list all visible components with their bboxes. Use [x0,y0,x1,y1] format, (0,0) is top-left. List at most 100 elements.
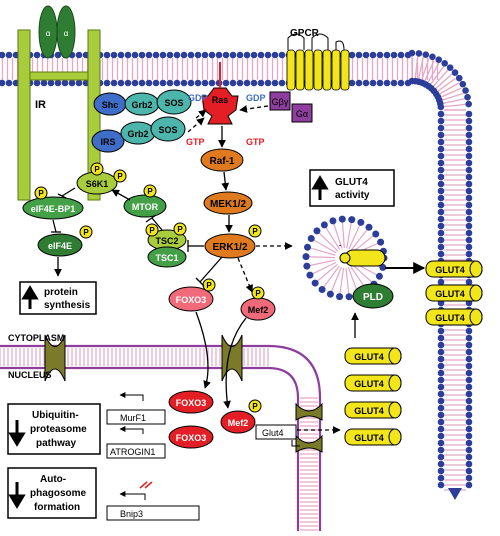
gpcr: GPCR [286,28,350,91]
gpcr-helix [313,49,323,91]
lipid-head [408,49,416,57]
lipid-head [437,418,445,426]
phospho-label: P [255,289,261,298]
lipid-head [145,51,153,59]
gpcr-helix [304,49,314,91]
glut4-vesicle-micelle [302,215,388,301]
lipid-head [357,218,365,226]
lipid-head [61,79,69,87]
lipid-head [348,216,356,224]
ubiquitin-line3: pathway [36,438,76,449]
lipid-head [465,404,473,412]
tsc2-label: TSC2 [155,236,178,246]
lipid-head [465,397,473,405]
lipid-head [376,79,384,87]
lipid-head [124,51,132,59]
lipid-head [375,272,383,280]
lipid-head [307,235,315,242]
gdp-label: GDP [188,93,208,103]
eif4e: eIF4E [37,233,83,257]
lipid-head [465,467,473,475]
lipid-head [437,229,445,237]
erk: ERK1/2 [204,233,256,259]
lipid-head [437,404,445,412]
mef2-label: Mef2 [228,418,249,428]
ir-label: IR [35,99,46,111]
lipid-head [465,229,473,237]
lipid-head [338,215,346,223]
irs-label: IRS [100,137,115,147]
lipid-head [437,222,445,230]
phospho-circle: P [251,286,265,300]
lipid-head [390,51,398,59]
lipid-head [187,79,195,87]
lipid-head [54,79,62,87]
lipid-head [437,376,445,384]
phospho-label: P [206,281,212,290]
lipid-head [465,138,473,146]
alpha-subunit-label: α [46,29,51,38]
nuclear-pore [295,434,323,453]
foxo3-label: FOXO3 [176,433,207,443]
lipid-head [465,100,472,108]
lipid-head [302,253,310,261]
mtor-label: MTOR [132,202,159,212]
shc-label: Shc [102,100,119,110]
lipid-head [138,51,146,59]
lipid-head [435,56,443,63]
ubiquitin-line1: Ubiquitin- [32,410,79,421]
phospho-circle: P [202,278,216,292]
lipid-head [465,481,473,489]
glut4-activity-line1: GLUT4 [335,177,368,188]
mtor: MTOR [123,194,167,218]
foxo3-label: FOXO3 [176,398,207,408]
lipid-head [465,362,473,370]
lipid-head [437,117,445,125]
lipid-head [180,79,188,87]
arrows [51,105,426,434]
phospho-circle: P [173,222,187,236]
lipid-head [437,215,445,223]
lipid-head [437,397,445,405]
lipid-head [117,51,125,59]
lipid-head [194,79,202,87]
phospho-circle: P [113,169,127,183]
lipid-head [264,79,272,87]
lipid-head [465,173,473,181]
lipid-head [437,411,445,419]
lipid-head [464,93,471,101]
lipid-head [383,51,391,59]
lipid-head [437,131,445,139]
lipid-head [303,262,311,270]
lipid-head [54,51,62,59]
lipid-head [465,222,473,230]
lipid-head [437,236,445,244]
lipid-head [437,124,445,132]
lipid-head [415,50,423,57]
lipid-head [451,69,459,76]
lipid-head [110,51,118,59]
lipid-head [304,243,312,251]
lipid-head [465,187,473,195]
lipid-head [152,51,160,59]
lipid-head [194,51,202,59]
lipid-head [465,278,473,286]
lipid-head [465,453,473,461]
ras: Ras [201,62,239,125]
gtp-label: GTP [246,137,265,147]
lipid-head [208,79,216,87]
lipid-head [446,64,454,71]
lipid-head [465,341,473,349]
lipid-head [465,201,473,209]
lipid-head [278,51,286,59]
lipid-head [138,79,146,87]
eif4ebp1: eIF4E-BP1 [22,196,84,220]
lipid-head [465,124,473,132]
lipid-head [379,263,387,271]
lipid-head [376,51,384,59]
lipid-head [437,187,445,195]
glut4-label: GLUT4 [354,433,384,443]
lipid-head [40,79,48,87]
glut4-label: GLUT4 [435,289,465,299]
